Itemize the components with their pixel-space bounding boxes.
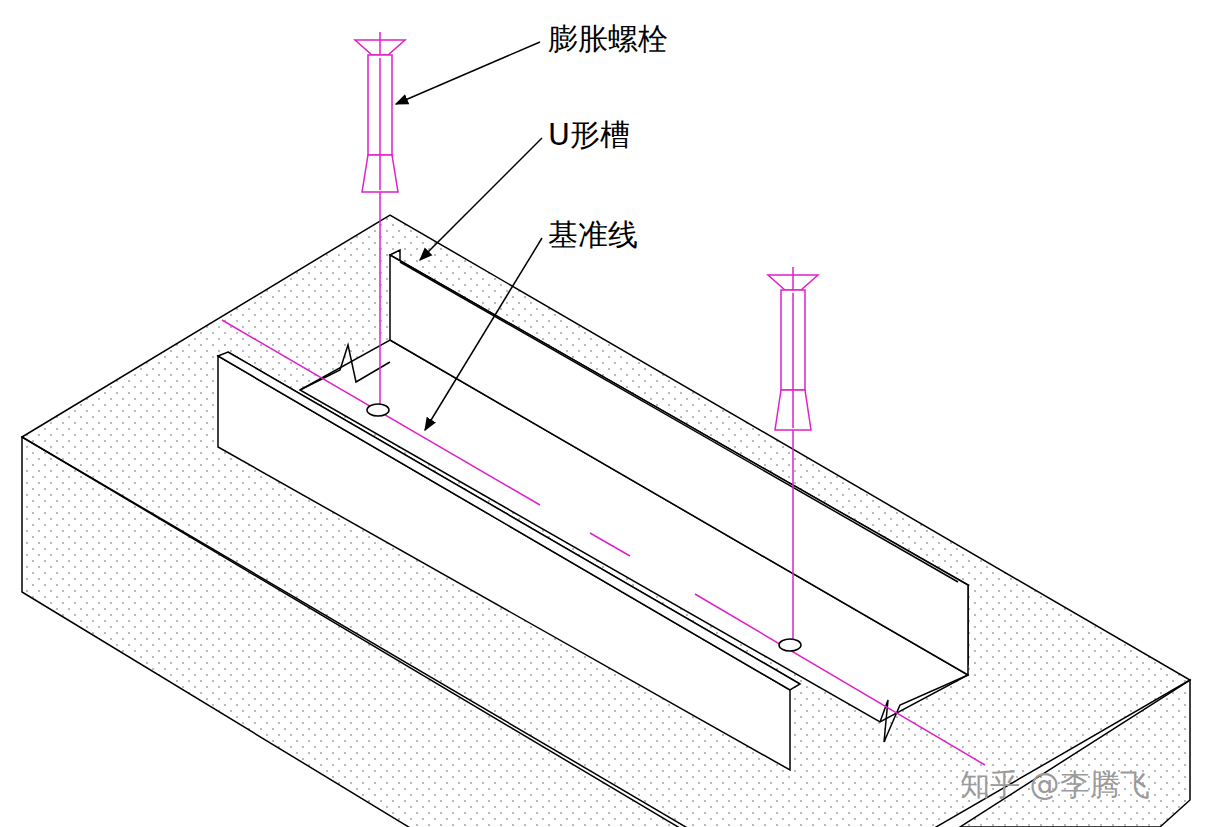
- concrete-slab: [22, 215, 1190, 827]
- part-label: 基准线: [548, 218, 638, 251]
- part-label: 膨胀螺栓: [548, 22, 668, 55]
- expansion-bolt: [768, 267, 818, 651]
- reference-line: [222, 320, 985, 765]
- part-label: U形槽: [548, 118, 630, 151]
- leader-line: [396, 42, 542, 430]
- u-channel: [218, 250, 968, 770]
- watermark: 知乎 @李腾飞: [960, 768, 1150, 801]
- expansion-bolt: [355, 32, 405, 416]
